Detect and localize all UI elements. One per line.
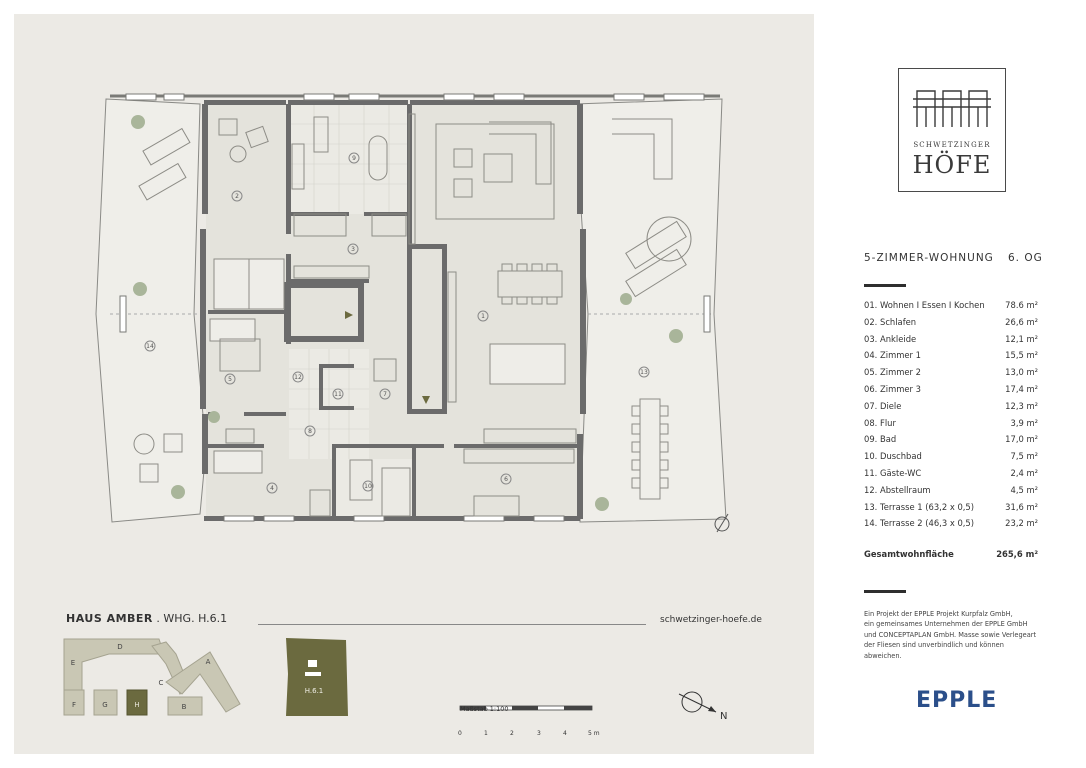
total-area: Gesamtwohnfläche 265,6 m²: [864, 549, 1038, 559]
scale-tick-0: 0: [458, 730, 462, 737]
house-separator: .: [156, 612, 160, 625]
scale-tick-5: 5 m: [588, 730, 600, 737]
divider: [258, 624, 646, 625]
unit-badge-label: H.6.1: [305, 687, 324, 695]
room-number-8: 8: [308, 428, 312, 435]
site-label-h: H: [134, 701, 139, 709]
floor-plan: 1 2 3 4 5 6 7 8 9 10 11 12 13 14 D: [63, 93, 730, 716]
room-number-14: 14: [146, 343, 154, 350]
info-panel: SCHWETZINGER HÖFE 5-ZIMMER-WOHNUNG 6. OG…: [814, 0, 1086, 768]
terrace-2: [95, 98, 207, 523]
site-label-d: D: [117, 643, 122, 651]
scale-tick-1: 1: [484, 730, 488, 737]
apartment-type: 5-ZIMMER-WOHNUNG: [864, 252, 994, 264]
floor-plan-sheet: 1 2 3 4 5 6 7 8 9 10 11 12 13 14 D: [14, 14, 814, 754]
room-number-13: 13: [640, 369, 648, 376]
scale-tick-2: 2: [510, 730, 514, 737]
room-number-12: 12: [294, 374, 302, 381]
site-plan: D E A C B F G H: [63, 638, 241, 716]
site-label-e: E: [71, 659, 75, 667]
apartment-floor: 6. OG: [1008, 252, 1043, 264]
scale-tick-3: 3: [537, 730, 541, 737]
plants: [131, 115, 683, 511]
project-logo: SCHWETZINGER HÖFE: [898, 68, 1006, 192]
scale-bar: [459, 705, 593, 711]
logo-text-main: HÖFE: [912, 151, 992, 179]
site-label-c: C: [159, 679, 164, 687]
logo-text-top: SCHWETZINGER: [913, 141, 991, 149]
north-label: N: [720, 711, 728, 722]
room-number-2: 2: [235, 193, 239, 200]
logo-mark-icon: [913, 90, 991, 127]
site-label-f: F: [72, 701, 76, 709]
site-label-a: A: [206, 658, 211, 666]
total-value: 265,6 m²: [996, 549, 1038, 559]
plan-north-arrow: [714, 513, 730, 533]
scale-tick-4: 4: [563, 730, 567, 737]
unit-badge: H.6.1: [286, 638, 348, 716]
room-number-3: 3: [351, 246, 355, 253]
room-number-1: 1: [481, 313, 485, 320]
house-name: HAUS AMBER: [66, 612, 153, 625]
room-row: 13. Terrasse 1 (63,2 x 0,5)31,6 m²: [864, 501, 1038, 512]
site-label-g: G: [102, 701, 107, 709]
house-info: HAUS AMBER . WHG. H.6.1: [66, 612, 227, 625]
site-label-b: B: [182, 703, 187, 711]
room-numbers: 1 2 3 4 5 6 7 8 9 10 11 12 13 14: [144, 152, 650, 494]
disclaimer: Ein Projekt der EPPLE Projekt Kurpfalz G…: [864, 610, 1037, 660]
developer-logo: EPPLE: [916, 688, 998, 713]
scale-title: Maßstab 1:100: [460, 705, 509, 713]
room-number-4: 4: [270, 485, 274, 492]
total-label: Gesamtwohnfläche: [864, 549, 954, 559]
rule-bottom: [864, 590, 906, 593]
website-link[interactable]: schwetzinger-hoefe.de: [660, 615, 762, 625]
rule-top: [864, 284, 906, 287]
compass: [678, 691, 717, 713]
room-number-10: 10: [364, 483, 372, 490]
room-row: 14. Terrasse 2 (46,3 x 0,5)23,2 m²: [864, 518, 1038, 529]
terrace-1: [573, 98, 727, 523]
room-number-5: 5: [228, 376, 232, 383]
room-number-11: 11: [334, 391, 342, 398]
room-number-7: 7: [383, 391, 387, 398]
room-number-9: 9: [352, 155, 356, 162]
unit-number: WHG. H.6.1: [163, 612, 228, 625]
room-number-6: 6: [504, 476, 508, 483]
furniture: [133, 113, 692, 517]
